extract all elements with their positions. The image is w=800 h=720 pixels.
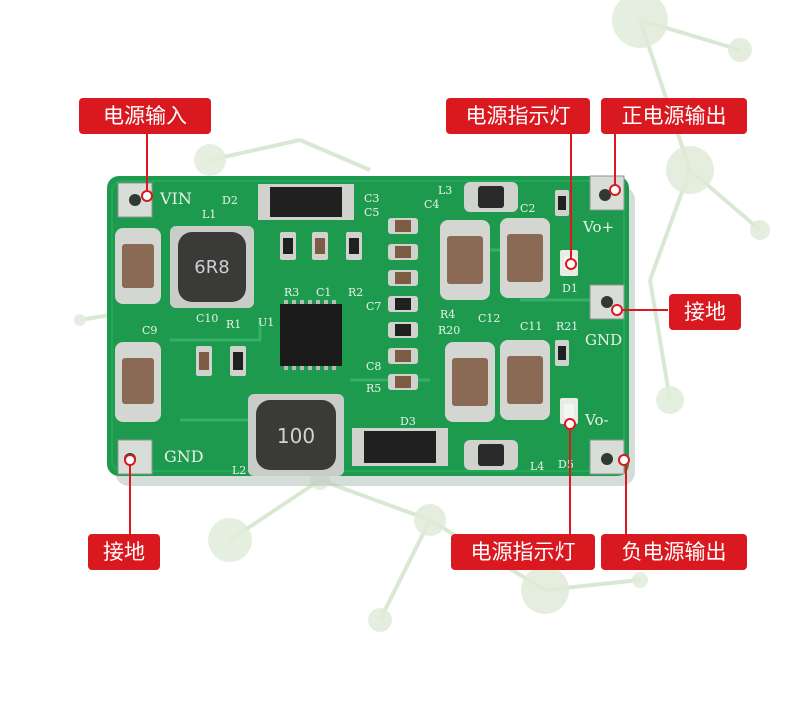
silk-c3: C3 <box>364 192 379 205</box>
silk-vin: VIN <box>159 189 192 208</box>
silk-c2: C2 <box>520 202 535 215</box>
leader-endpoints <box>124 184 630 466</box>
silk-r20: R20 <box>438 324 460 337</box>
pcb-board: 6R8 100 <box>107 175 635 486</box>
inductor-l1: 6R8 <box>170 226 254 308</box>
silkscreen: VIN GND Vo+ GND Vo- L1 L2 L3 L4 D1 D2 D3… <box>142 184 622 477</box>
silk-l1: L1 <box>202 208 216 221</box>
capacitor-c12-bottom <box>445 342 495 422</box>
silk-r21: R21 <box>556 320 578 333</box>
inductor-l2-marking: 100 <box>277 424 315 448</box>
inductor-l1-marking: 6R8 <box>194 257 229 278</box>
passive-column <box>388 218 418 390</box>
silk-c12: C12 <box>478 312 500 325</box>
silk-c7: C7 <box>366 300 381 313</box>
silk-d2: D2 <box>222 194 238 207</box>
silk-u1: U1 <box>258 316 274 329</box>
silk-gnd-left: GND <box>164 447 204 466</box>
silk-c9: C9 <box>142 324 157 337</box>
diode-d2 <box>258 184 354 220</box>
inductor-l3 <box>464 182 518 212</box>
callout-power-input: 电源输入 <box>79 98 211 134</box>
callout-ground-left: 接地 <box>88 534 160 570</box>
silk-gnd-right: GND <box>585 331 622 349</box>
silk-c1: C1 <box>316 286 331 299</box>
silk-c10: C10 <box>196 312 218 325</box>
leader-lines <box>129 134 668 534</box>
silk-r4: R4 <box>440 308 455 321</box>
small-resistors <box>196 190 569 376</box>
silk-d5: D5 <box>558 458 574 471</box>
silk-vo-minus: Vo- <box>584 411 609 429</box>
capacitor-c9-bottom <box>115 342 161 422</box>
silk-c11: C11 <box>520 320 542 333</box>
callout-negative-output: 负电源输出 <box>601 534 747 570</box>
silk-c4: C4 <box>424 198 439 211</box>
silk-l3: L3 <box>438 184 452 197</box>
callout-positive-output: 正电源输出 <box>601 98 747 134</box>
silk-vo-plus: Vo+ <box>582 218 614 236</box>
capacitor-c12-top <box>440 220 490 300</box>
silk-d1: D1 <box>562 282 578 295</box>
ic-u1 <box>280 300 342 370</box>
silk-l2: L2 <box>232 464 246 477</box>
silk-l4: L4 <box>530 460 544 473</box>
silk-r5: R5 <box>366 382 381 395</box>
silk-c5: C5 <box>364 206 379 219</box>
inductor-l4 <box>464 440 518 470</box>
silk-r1: R1 <box>226 318 241 331</box>
callout-power-indicator-bottom: 电源指示灯 <box>451 534 595 570</box>
silk-r3: R3 <box>284 286 299 299</box>
pad-vo-minus <box>589 439 625 475</box>
silk-c8: C8 <box>366 360 381 373</box>
molecule-nodes <box>74 0 770 632</box>
callout-power-indicator-top: 电源指示灯 <box>446 98 590 134</box>
diode-d3 <box>352 428 448 466</box>
capacitor-c9-top <box>115 228 161 304</box>
silk-r2: R2 <box>348 286 363 299</box>
silk-d3: D3 <box>400 415 416 428</box>
capacitor-c11 <box>500 340 550 420</box>
led-d5 <box>560 398 578 424</box>
capacitor-c2 <box>500 218 550 298</box>
inductor-l2: 100 <box>248 394 344 476</box>
callout-ground-right: 接地 <box>669 294 741 330</box>
